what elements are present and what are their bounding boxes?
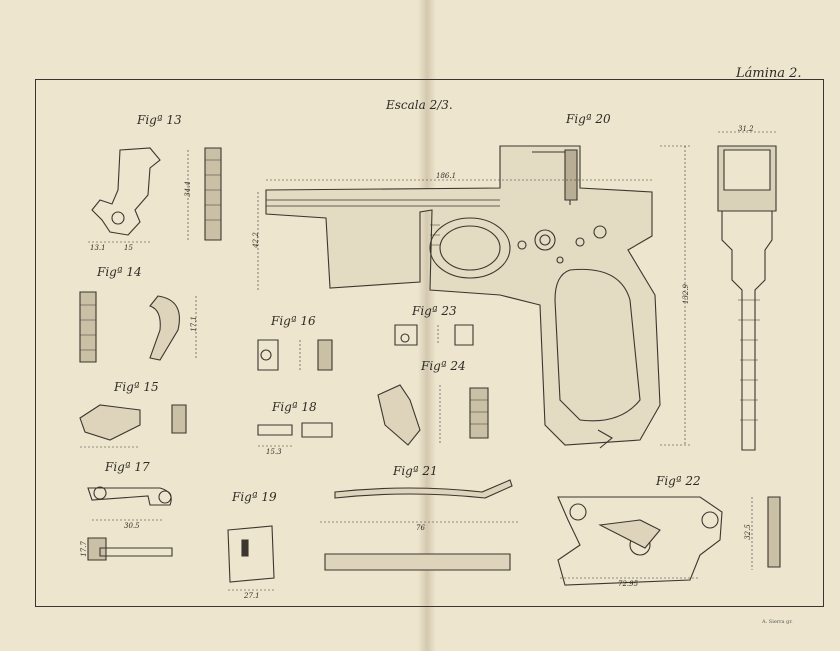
dim-fig17-width: 30.5 [124, 522, 140, 530]
figure-label-18: Figª 18 [272, 400, 317, 414]
dim-fig20-height: 42.2 [251, 232, 260, 248]
dim-fig22-width: 72.95 [618, 580, 639, 588]
fig15-part [80, 405, 186, 447]
dim-fig13-b: 15 [124, 244, 133, 252]
dim-fig17-height: 17.7 [79, 541, 88, 557]
fig22-part [558, 497, 780, 585]
fig14-part [80, 292, 196, 362]
figure-label-21: Figª 21 [393, 464, 438, 478]
figure-label-22: Figª 22 [656, 474, 701, 488]
dim-fig20-grip: 132.9 [682, 283, 691, 305]
figure-label-16: Figª 16 [271, 314, 316, 328]
plate-border [35, 79, 824, 607]
figure-label-17: Figª 17 [105, 460, 150, 474]
scale-label: Escala 2/3. [386, 98, 453, 112]
figure-label-15: Figª 15 [114, 380, 159, 394]
figure-label-24: Figª 24 [421, 359, 466, 373]
fig16-part [258, 340, 332, 372]
figure-label-13: Figª 13 [137, 113, 182, 127]
dim-fig20-side-top: 31.2 [738, 125, 754, 133]
figure-label-20: Figª 20 [566, 112, 611, 126]
dim-fig22-height: 32.5 [743, 524, 752, 540]
figure-label-14: Figª 14 [97, 265, 142, 279]
fig23-part [395, 325, 473, 345]
fig21-spring [320, 480, 520, 570]
dim-fig21-width: 76 [416, 524, 425, 532]
dim-fig20-length: 186.1 [436, 172, 457, 180]
dim-fig13-a: 13.1 [90, 244, 106, 252]
dim-fig19-width: 27.1 [244, 592, 260, 600]
fig13-part [88, 148, 221, 242]
figure-label-19: Figª 19 [232, 490, 277, 504]
engraver-imprint: A. Sierra gr. [762, 619, 793, 625]
fig20-pistol-side-view [266, 146, 660, 448]
dim-fig18-width: 15.3 [266, 448, 282, 456]
dim-fig14-height: 17.1 [189, 316, 198, 332]
figure-label-23: Figª 23 [412, 304, 457, 318]
fig19-part [228, 526, 274, 590]
fig20-end-view [718, 132, 776, 450]
fig17-part [88, 487, 172, 560]
plate-number: Lámina 2. [736, 66, 802, 81]
fig18-part [258, 423, 332, 446]
fig20-dimension-lines [258, 146, 690, 445]
dim-fig13-height: 34.4 [183, 181, 192, 197]
fig24-part [378, 385, 488, 445]
